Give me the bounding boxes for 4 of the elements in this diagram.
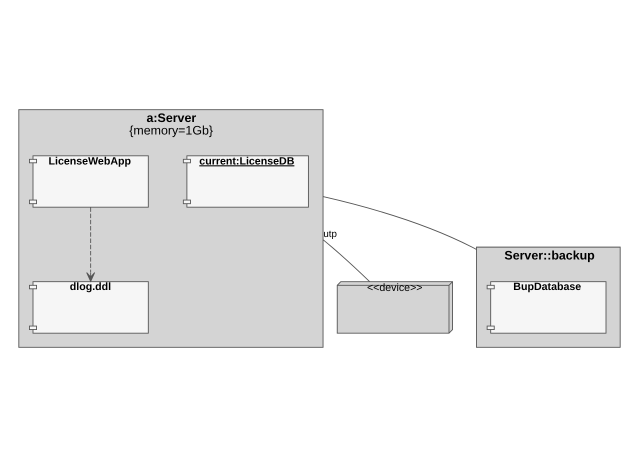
arrow [86, 207, 96, 282]
edge-label: utp [323, 229, 337, 240]
connector [322, 239, 370, 282]
connector [322, 196, 477, 250]
